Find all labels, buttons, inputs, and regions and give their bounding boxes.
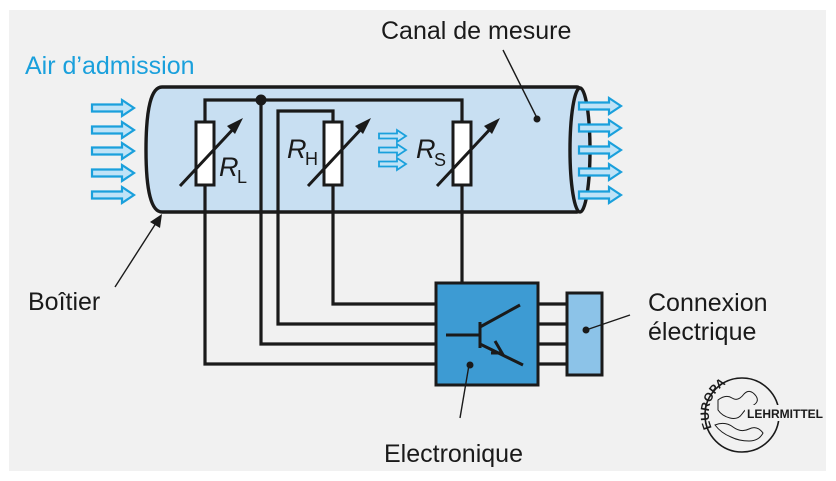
resistor-rh-subscript: H	[305, 149, 318, 169]
label-electrical-connection-1: Connexion	[648, 289, 768, 317]
label-electronics: Electronique	[384, 440, 523, 468]
airflow-arrow	[90, 163, 136, 183]
label-electrical-connection-2: électrique	[648, 318, 756, 346]
measuring-channel	[144, 85, 592, 214]
variable-arrow-icon	[227, 118, 243, 134]
resistor-rs: R S	[416, 118, 500, 188]
resistor-rh-symbol: R	[287, 134, 307, 164]
leader-lines	[114, 49, 631, 419]
resistor-rl-subscript: L	[237, 167, 247, 187]
label-housing: Boîtier	[28, 288, 100, 316]
variable-arrow-icon	[355, 118, 371, 134]
resistor-rl: R L	[178, 118, 247, 188]
junction-node	[255, 94, 267, 106]
electronics-module	[434, 281, 540, 387]
internal-airflow-arrows	[378, 129, 407, 171]
transistor-icon	[446, 303, 524, 367]
intake-airflow-arrows	[90, 98, 136, 205]
logo-bottom-text: LEHRMITTEL	[747, 407, 823, 421]
airflow-arrow	[90, 120, 136, 140]
resistor-rs-subscript: S	[434, 150, 446, 170]
label-intake-air: Air d’admission	[25, 52, 195, 80]
airflow-arrow	[90, 185, 136, 205]
airflow-arrow	[90, 141, 136, 161]
electrical-connector	[565, 291, 604, 377]
label-measuring-channel: Canal de mesure	[381, 17, 571, 45]
wiring	[203, 94, 567, 366]
resistor-rs-symbol: R	[416, 134, 436, 164]
variable-arrow-icon	[484, 118, 500, 134]
airflow-arrow	[90, 98, 136, 118]
resistor-rh: R H	[287, 118, 371, 188]
resistor-rl-symbol: R	[219, 152, 239, 182]
europa-lehrmittel-logo: LEHRMITTEL EUROPA	[698, 375, 823, 453]
